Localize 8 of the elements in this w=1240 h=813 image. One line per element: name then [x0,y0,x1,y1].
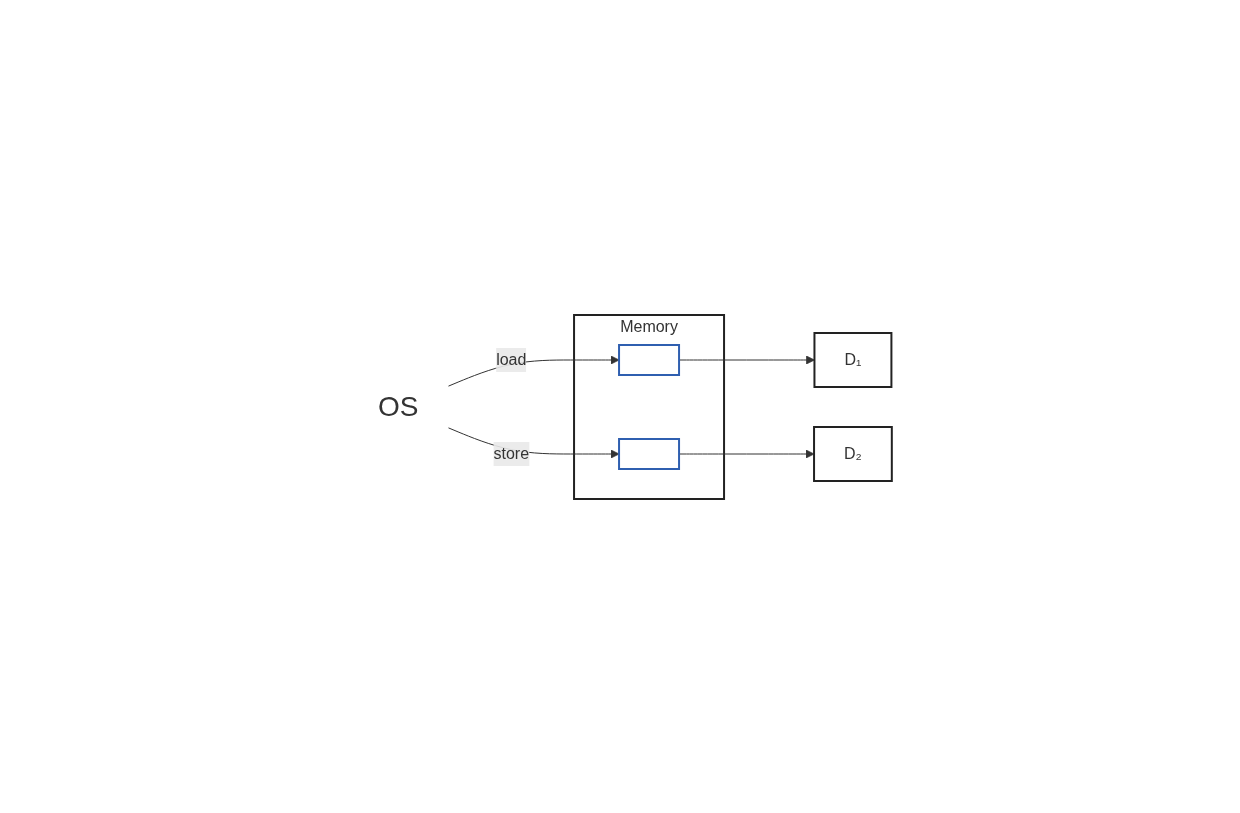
node-box: D₁ [813,331,893,388]
node-box [618,343,681,376]
edge-label: store [493,444,530,462]
edge-label: load [496,350,527,368]
node-text: OS [378,390,419,422]
cluster: Memory [573,313,726,500]
node-box: D₂ [813,425,893,482]
node-box [618,437,681,470]
